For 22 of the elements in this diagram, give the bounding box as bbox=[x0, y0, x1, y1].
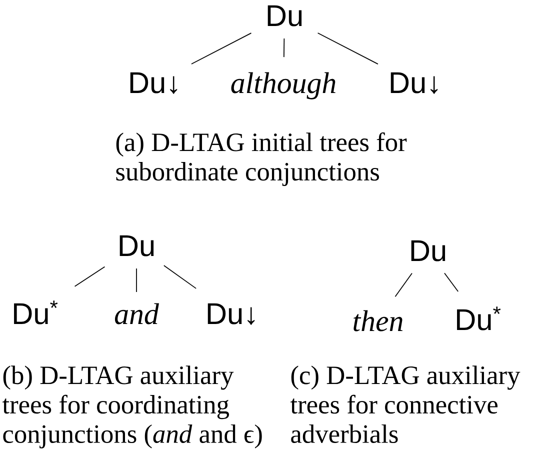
node-label: Du↓ bbox=[390, 72, 438, 94]
tree-branch bbox=[394, 272, 412, 298]
leaf-word: and bbox=[114, 303, 159, 324]
caption: (a) D-LTAG initial trees for subordinate conjunctions bbox=[116, 132, 407, 186]
node-label: Du$^{*}$ bbox=[14, 300, 58, 324]
caption: (b) D-LTAG auxiliary trees for coordinating conjunctions (and and ϵ) bbox=[2, 366, 262, 448]
node-label: Du↓ bbox=[130, 72, 178, 94]
leaf-word: then bbox=[354, 310, 402, 332]
caption: (c) D-LTAG auxiliary trees for connective adverbials bbox=[290, 366, 520, 444]
node-label: Du$^{*}$ bbox=[457, 306, 501, 330]
tree-branch bbox=[283, 38, 285, 58]
tree-branch bbox=[444, 272, 459, 292]
tree-branch bbox=[136, 268, 137, 292]
tree-branch bbox=[163, 265, 196, 289]
tree-branch bbox=[74, 266, 106, 287]
node-label: Du bbox=[268, 5, 302, 26]
node-label: Du bbox=[411, 240, 446, 262]
node-label: Du bbox=[120, 235, 154, 256]
leaf-word: although bbox=[231, 72, 336, 100]
tree-branch bbox=[317, 32, 378, 64]
node-label: Du↓ bbox=[208, 303, 255, 325]
tree-branch bbox=[191, 32, 252, 64]
